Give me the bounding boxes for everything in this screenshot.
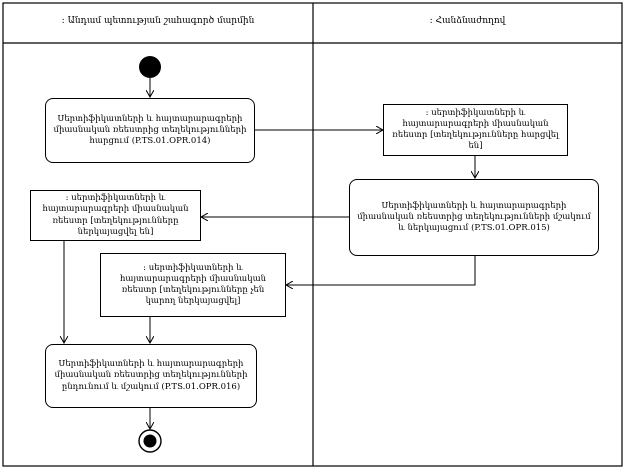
object-info-requested-label: : սերտիֆիկատների և հայտարարագրերի միասնա…	[392, 107, 559, 152]
action-request-info: Սերտիֆիկատների և հայտարարագրերի միասնակա…	[45, 98, 255, 163]
action-process-info-label: Սերտիֆիկատների և հայտարարագրերի միասնակա…	[357, 200, 591, 234]
object-info-not-presented-label: : սերտիֆիկատների և հայտարարագրերի միասնա…	[119, 262, 267, 307]
object-info-not-presented: : սերտիֆիկատների և հայտարարագրերի միասնա…	[100, 253, 286, 317]
object-info-presented-label: : սերտիֆիկատների և հայտարարագրերի միասնա…	[42, 193, 189, 237]
edge-process-to-not-presented	[286, 256, 476, 285]
lane-title-commission: : Հանձնաժողով	[429, 16, 506, 26]
initial-node	[139, 56, 161, 78]
action-request-info-label: Սերտիֆիկատների և հայտարարագրերի միասնակա…	[53, 113, 247, 147]
action-process-info: Սերտիֆիկատների և հայտարարագրերի միասնակա…	[349, 179, 599, 256]
action-receive-info: Սերտիֆիկատների և հայտարարագրերի միասնակա…	[45, 344, 257, 408]
final-node-outer	[138, 429, 162, 453]
lane-title-member-state: : Անդամ պետության շահագործ մարմին	[61, 16, 255, 26]
object-info-presented: : սերտիֆիկատների և հայտարարագրերի միասնա…	[30, 190, 201, 241]
object-info-requested: : սերտիֆիկատների և հայտարարագրերի միասնա…	[383, 104, 568, 156]
final-node-inner	[143, 434, 157, 448]
action-receive-info-label: Սերտիֆիկատների և հայտարարագրերի միասնակա…	[54, 359, 248, 392]
